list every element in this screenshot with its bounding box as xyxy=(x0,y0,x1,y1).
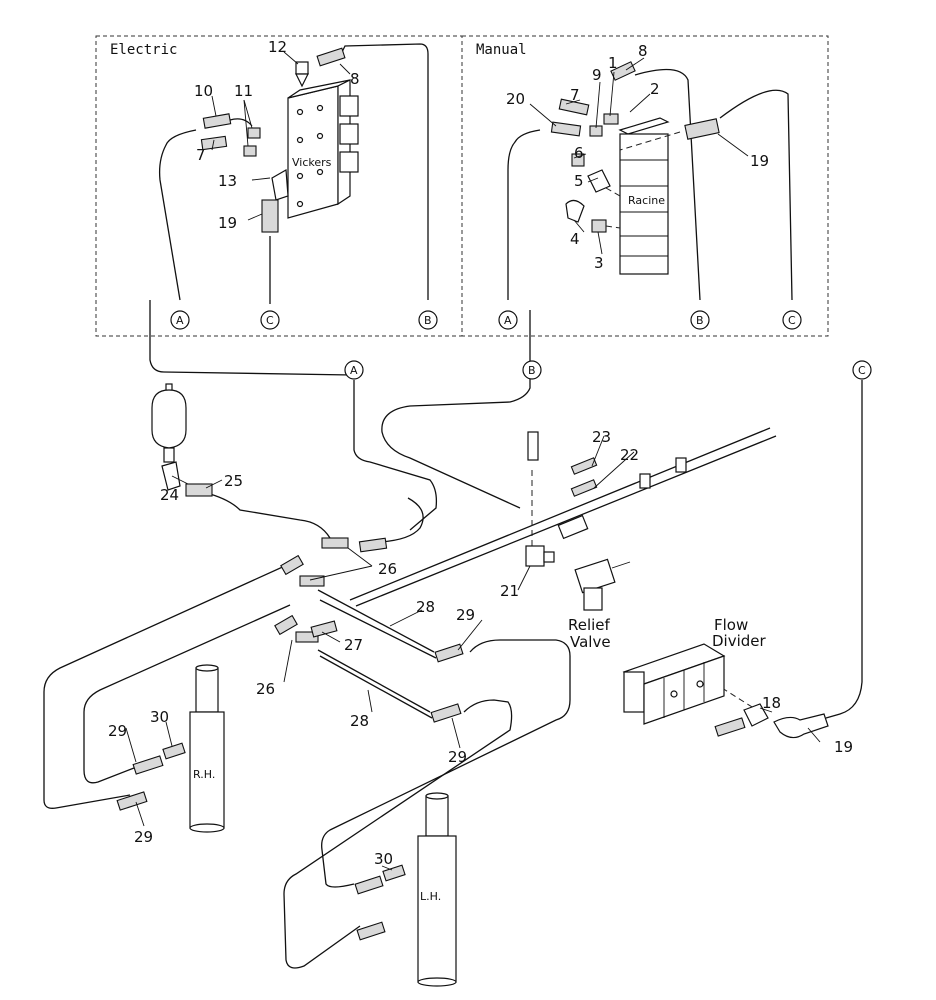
callout-19-electric: 19 xyxy=(218,214,237,232)
callout-3: 3 xyxy=(594,254,604,272)
manual-section-box xyxy=(461,35,829,337)
callout-29-upper: 29 xyxy=(456,606,475,624)
callout-1: 1 xyxy=(608,54,618,72)
callout-6: 6 xyxy=(574,144,584,162)
callout-23: 23 xyxy=(592,428,611,446)
electric-section-box xyxy=(95,35,463,337)
callout-29-rh-upper: 29 xyxy=(108,722,127,740)
manifold-fittings xyxy=(525,431,687,567)
hose-routing xyxy=(43,43,863,969)
relief-valve xyxy=(574,558,631,611)
flow-divider xyxy=(622,643,829,739)
callout-30-lh: 30 xyxy=(374,850,393,868)
connector-c-lower: C xyxy=(858,364,866,377)
callout-leaders xyxy=(125,51,821,871)
connector-b-electric: B xyxy=(424,314,432,327)
callout-13: 13 xyxy=(218,172,237,190)
callout-26-upper: 26 xyxy=(378,560,397,578)
connector-c-electric: C xyxy=(266,314,274,327)
callout-10: 10 xyxy=(194,82,213,100)
rh-label: R.H. xyxy=(193,768,215,781)
connector-b-lower: B xyxy=(528,364,536,377)
callout-29-rh-lower: 29 xyxy=(134,828,153,846)
vickers-valve-bank: Vickers xyxy=(287,79,359,219)
flow-divider-label-1: Flow xyxy=(714,616,748,634)
lh-label: L.H. xyxy=(420,890,441,903)
callout-4: 4 xyxy=(570,230,580,248)
connector-a-manual: A xyxy=(504,314,512,327)
connector-a-electric: A xyxy=(176,314,184,327)
callout-8-electric: 8 xyxy=(350,70,360,88)
accumulator xyxy=(151,383,213,497)
tee-fittings-26 xyxy=(274,537,464,723)
racine-valve-block: Racine xyxy=(618,117,670,275)
vickers-label: Vickers xyxy=(292,156,332,169)
callout-25: 25 xyxy=(224,472,243,490)
manual-section-title: Manual xyxy=(476,42,527,58)
callout-18: 18 xyxy=(762,694,781,712)
callout-5: 5 xyxy=(574,172,584,190)
callout-20: 20 xyxy=(506,90,525,108)
part-callouts: 12 8 10 11 7 13 19 1 8 9 2 7 20 6 5 4 3 … xyxy=(108,38,853,868)
callout-11: 11 xyxy=(234,82,253,100)
flow-divider-label-2: Divider xyxy=(712,632,767,650)
callout-8-manual: 8 xyxy=(638,42,648,60)
callout-12: 12 xyxy=(268,38,287,56)
racine-label: Racine xyxy=(628,194,665,207)
callout-27: 27 xyxy=(344,636,363,654)
connector-markers: A C B A B C A B C xyxy=(170,310,872,380)
callout-28-upper: 28 xyxy=(416,598,435,616)
callout-21: 21 xyxy=(500,582,519,600)
callout-7-electric: 7 xyxy=(196,146,206,164)
callout-24: 24 xyxy=(160,486,179,504)
electric-section-title: Electric xyxy=(110,42,177,58)
manual-fittings xyxy=(550,61,720,233)
connector-b-manual: B xyxy=(696,314,704,327)
callout-19-manual: 19 xyxy=(750,152,769,170)
callout-22: 22 xyxy=(620,446,639,464)
callout-9: 9 xyxy=(592,66,602,84)
rh-cylinder: R.H. xyxy=(116,664,225,833)
callout-26-lower: 26 xyxy=(256,680,275,698)
callout-29-lower: 29 xyxy=(448,748,467,766)
electric-fittings xyxy=(200,47,346,233)
connector-a-lower: A xyxy=(350,364,358,377)
callout-28-lower: 28 xyxy=(350,712,369,730)
lh-cylinder: L.H. xyxy=(354,792,457,987)
callout-2: 2 xyxy=(650,80,660,98)
connector-c-manual: C xyxy=(788,314,796,327)
relief-valve-label-1: Relief xyxy=(568,616,611,634)
callout-30-rh: 30 xyxy=(150,708,169,726)
relief-valve-label-2: Valve xyxy=(570,633,611,651)
callout-7-manual: 7 xyxy=(570,86,580,104)
callout-19-flow: 19 xyxy=(834,738,853,756)
